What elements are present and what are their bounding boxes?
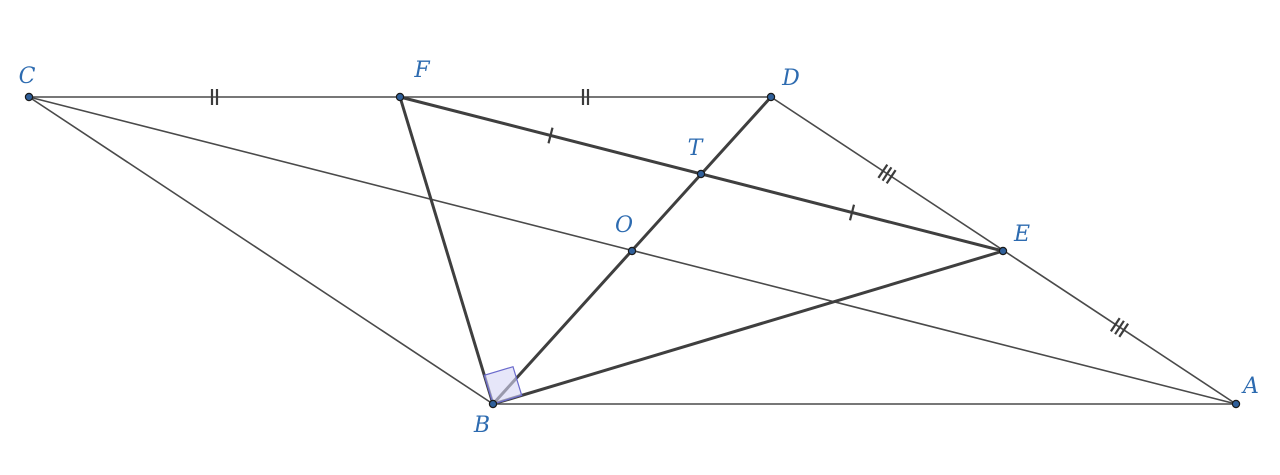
tick-mark-fd [581,89,590,105]
point-c [24,92,34,102]
segment-cb [28,96,494,405]
points [24,92,1241,409]
tick-stroke [885,169,897,185]
point-d [766,92,776,102]
tick-mark-te [848,204,856,221]
point-a [1231,399,1241,409]
point-o [627,246,637,256]
right-angle-mark-b [483,365,523,405]
point-f [395,92,405,102]
label-a: A [1241,374,1259,399]
point-b [488,399,498,409]
label-e: E [1013,222,1030,247]
label-f: F [413,58,430,83]
tick-stroke [1109,317,1121,333]
tick-mark-de [877,163,897,185]
tick-stroke [881,166,893,182]
label-b: B [473,413,490,438]
label-c: C [19,64,36,89]
equal-length-ticks [210,89,1130,338]
point-labels: C F D T O E B A [19,58,1259,438]
tick-stroke [1118,322,1130,338]
tick-stroke [848,204,856,221]
tick-mark-ea [1109,317,1130,338]
point-e [998,246,1008,256]
label-d: D [781,66,800,91]
point-t [696,169,706,179]
segment-fb [398,95,495,406]
label-o: O [615,213,633,238]
tick-stroke [877,163,889,179]
label-t: T [688,136,705,161]
tick-mark-ft [547,127,554,144]
tick-mark-cf [210,89,219,105]
tick-stroke [547,127,554,144]
segment-be [491,249,1005,406]
tick-stroke [1114,320,1125,335]
right-angle-marks [483,365,523,405]
